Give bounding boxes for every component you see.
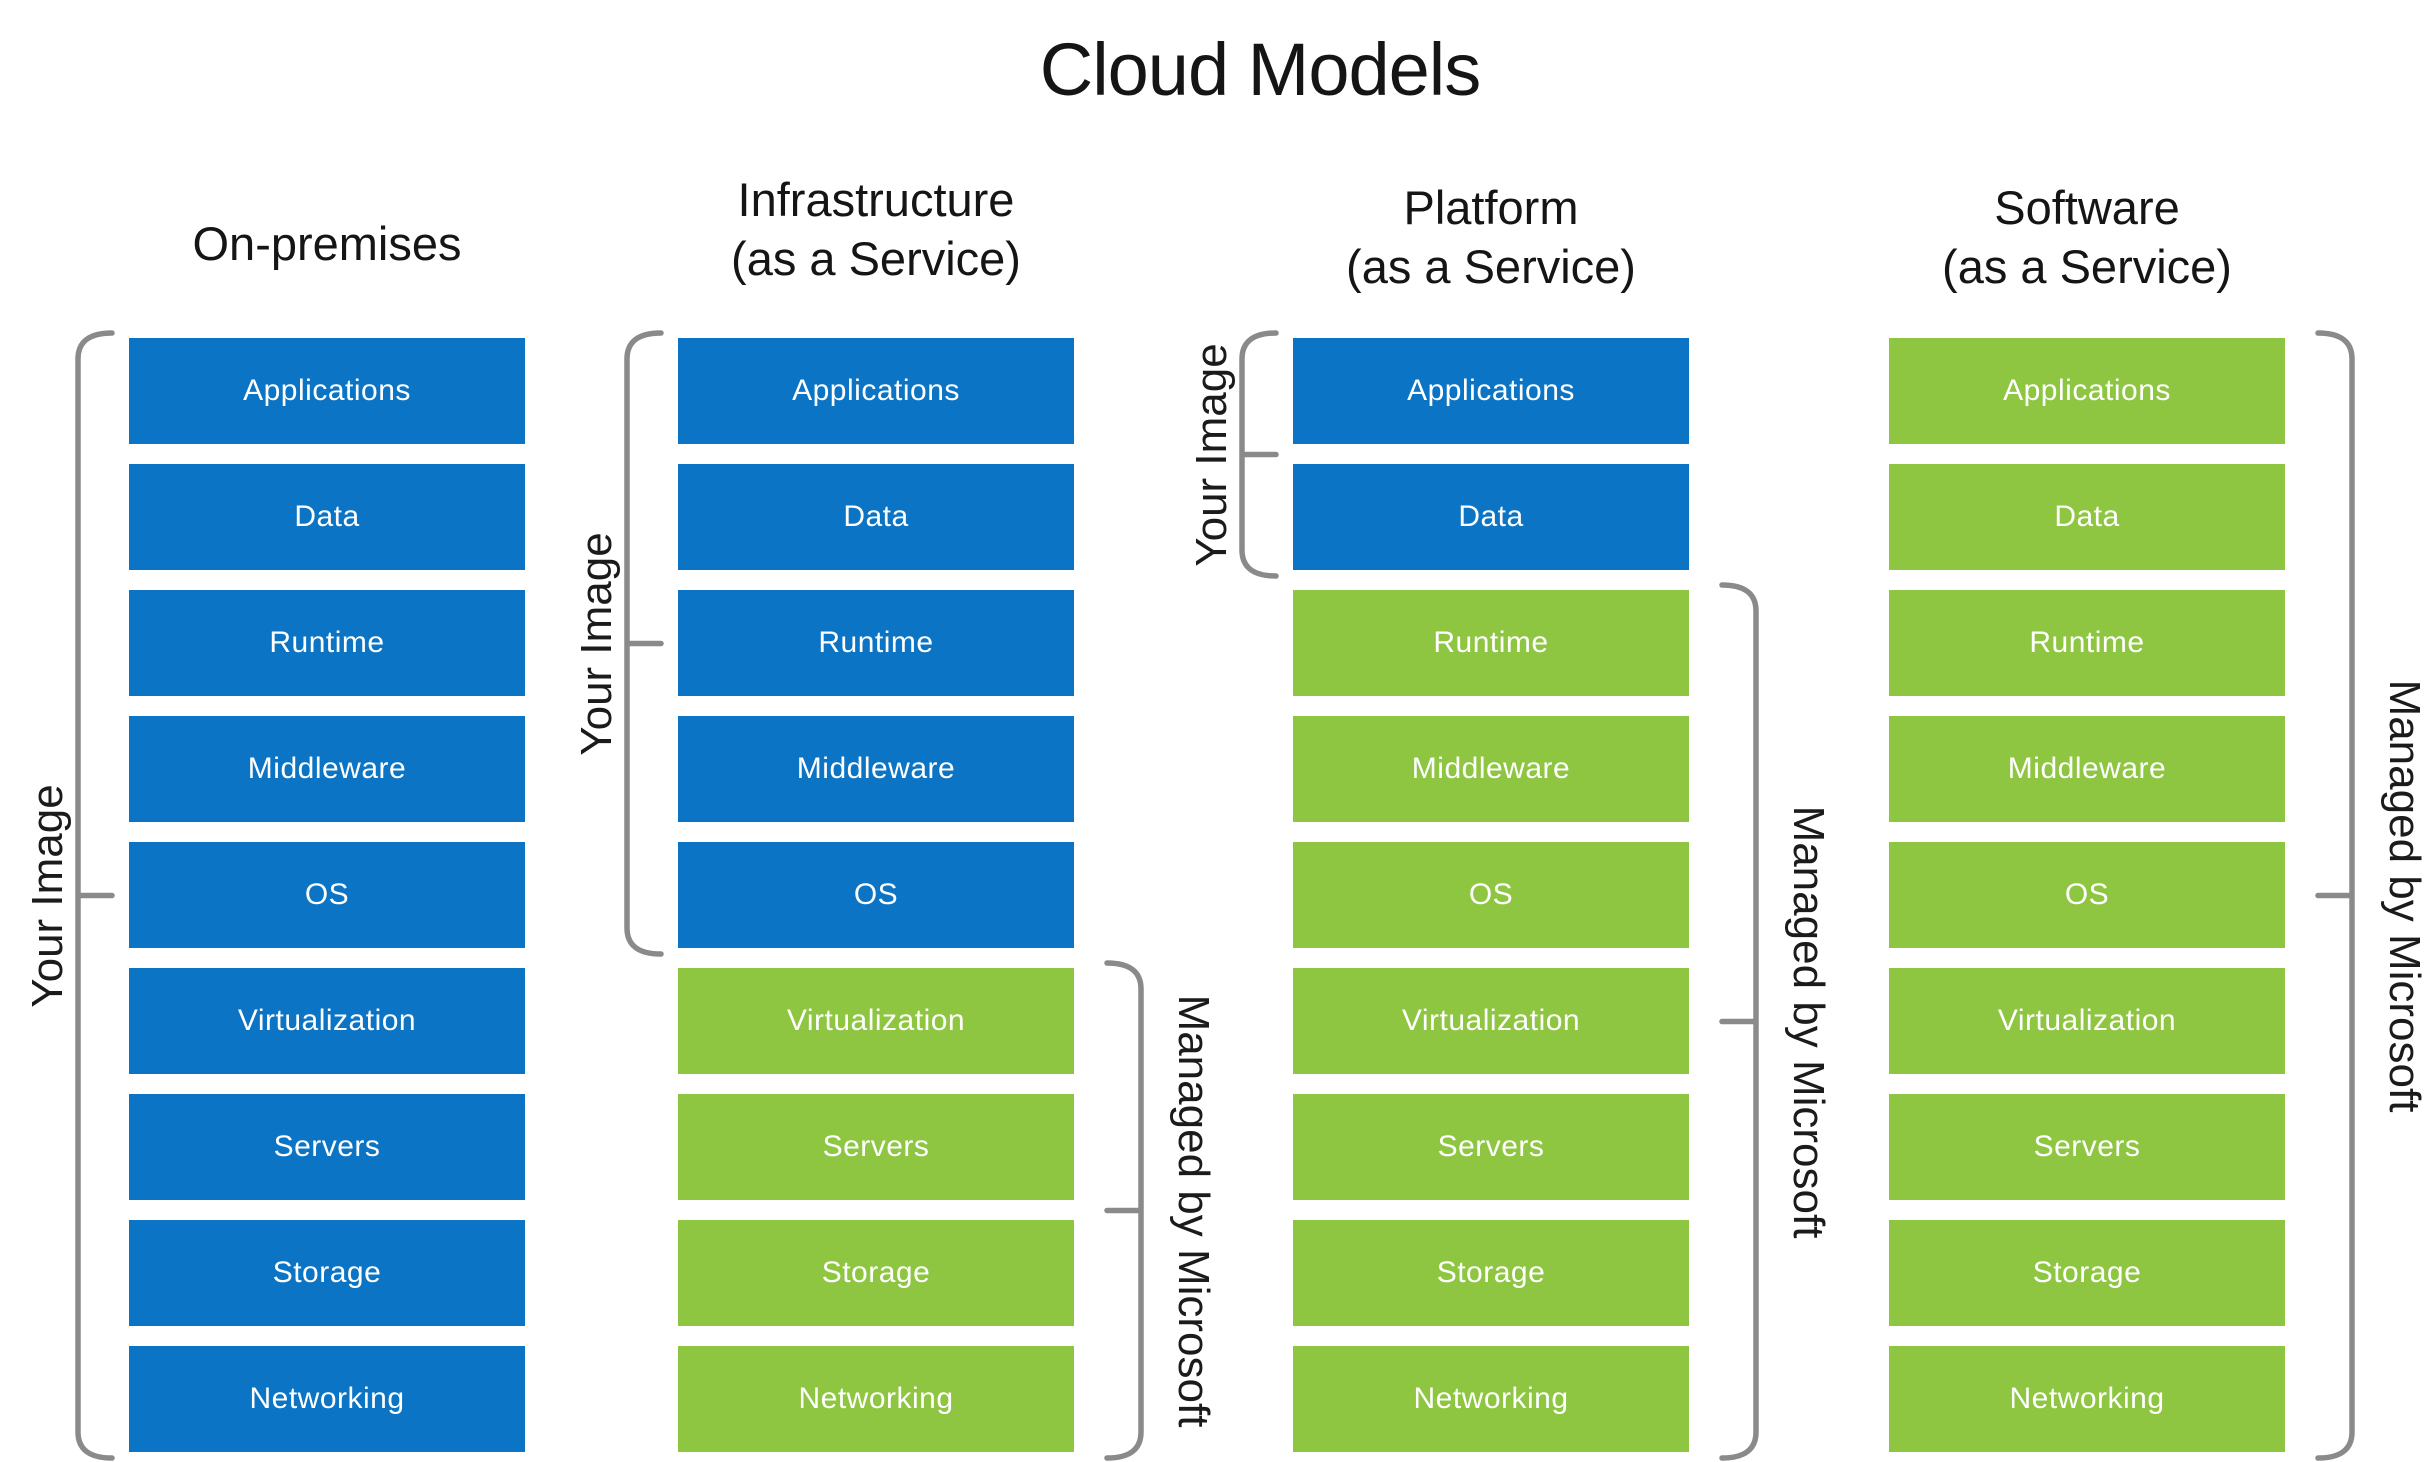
box-iaas-data: Data <box>678 464 1074 570</box>
box-paas-applications: Applications <box>1293 338 1689 444</box>
column-header-saas: Software (as a Service) <box>1942 178 2232 296</box>
diagram-title: Cloud Models <box>1039 28 1481 111</box>
bracket-paas-you <box>1239 330 1279 579</box>
box-paas-virtualization: Virtualization <box>1293 968 1689 1074</box>
box-paas-os: OS <box>1293 842 1689 948</box>
box-paas-networking: Networking <box>1293 1346 1689 1452</box>
box-iaas-networking: Networking <box>678 1346 1074 1452</box>
box-saas-applications: Applications <box>1889 338 2285 444</box>
bracket-label-iaas-you: Your Image <box>572 531 621 756</box>
box-iaas-virtualization: Virtualization <box>678 968 1074 1074</box>
column-header-line: (as a Service) <box>1942 240 2232 293</box>
bracket-saas-microsoft <box>2315 330 2355 1461</box>
column-header-iaas: Infrastructure (as a Service) <box>731 170 1021 288</box>
bracket-label-paas-microsoft: Managed by Microsoft <box>1784 805 1833 1238</box>
box-paas-runtime: Runtime <box>1293 590 1689 696</box>
bracket-label-paas-you: Your Image <box>1187 342 1236 567</box>
box-saas-middleware: Middleware <box>1889 716 2285 822</box>
box-iaas-middleware: Middleware <box>678 716 1074 822</box>
box-paas-storage: Storage <box>1293 1220 1689 1326</box>
column-header-line: Software <box>1994 181 2180 234</box>
box-paas-servers: Servers <box>1293 1094 1689 1200</box>
column-header-line: Platform <box>1403 181 1579 234</box>
box-saas-virtualization: Virtualization <box>1889 968 2285 1074</box>
box-saas-storage: Storage <box>1889 1220 2285 1326</box>
box-iaas-os: OS <box>678 842 1074 948</box>
box-on-premises-os: OS <box>129 842 525 948</box>
column-header-line: Infrastructure <box>737 173 1015 226</box>
box-iaas-storage: Storage <box>678 1220 1074 1326</box>
box-on-premises-networking: Networking <box>129 1346 525 1452</box>
box-on-premises-runtime: Runtime <box>129 590 525 696</box>
box-on-premises-applications: Applications <box>129 338 525 444</box>
box-saas-networking: Networking <box>1889 1346 2285 1452</box>
box-saas-runtime: Runtime <box>1889 590 2285 696</box>
box-iaas-runtime: Runtime <box>678 590 1074 696</box>
box-iaas-servers: Servers <box>678 1094 1074 1200</box>
column-header-line: (as a Service) <box>1346 240 1636 293</box>
column-header-on-premises: On-premises <box>192 214 461 273</box>
box-on-premises-middleware: Middleware <box>129 716 525 822</box>
box-saas-servers: Servers <box>1889 1094 2285 1200</box>
box-paas-middleware: Middleware <box>1293 716 1689 822</box>
box-on-premises-servers: Servers <box>129 1094 525 1200</box>
bracket-on-premises-you <box>75 330 115 1461</box>
box-on-premises-virtualization: Virtualization <box>129 968 525 1074</box>
box-on-premises-data: Data <box>129 464 525 570</box>
box-paas-data: Data <box>1293 464 1689 570</box>
box-on-premises-storage: Storage <box>129 1220 525 1326</box>
bracket-paas-microsoft <box>1719 582 1759 1461</box>
box-saas-os: OS <box>1889 842 2285 948</box>
bracket-iaas-microsoft <box>1104 960 1144 1461</box>
bracket-iaas-you <box>624 330 664 957</box>
box-saas-data: Data <box>1889 464 2285 570</box>
box-iaas-applications: Applications <box>678 338 1074 444</box>
bracket-label-on-premises-you: Your Image <box>23 783 72 1008</box>
column-header-line: On-premises <box>192 217 462 270</box>
column-header-line: (as a Service) <box>731 232 1021 285</box>
column-header-paas: Platform (as a Service) <box>1346 178 1636 296</box>
bracket-label-iaas-microsoft: Managed by Microsoft <box>1169 994 1218 1427</box>
bracket-label-saas-microsoft: Managed by Microsoft <box>2380 679 2429 1112</box>
